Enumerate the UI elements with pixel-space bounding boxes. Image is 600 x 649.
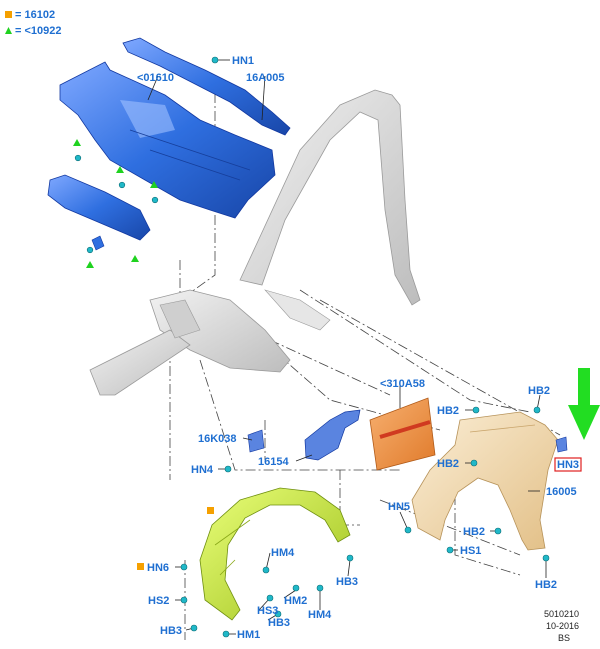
legend-square-icon <box>5 11 12 18</box>
label-16k038: 16K038 <box>198 433 237 445</box>
bracket-hn3 <box>555 436 568 453</box>
footer-code: 5010210 <box>544 609 579 619</box>
lower-crossmember <box>47 174 151 251</box>
body-frame <box>89 89 421 396</box>
legend-square-marker-hn6 <box>137 563 144 570</box>
fastener-icon <box>74 56 550 638</box>
legend-triangle-markers <box>73 139 158 268</box>
label-hb3-right: HB3 <box>336 576 358 588</box>
label-hs3: HS3 <box>257 605 278 617</box>
label-hn5: HN5 <box>388 501 410 513</box>
hn3-highlight-box <box>554 457 582 472</box>
legend-triangle-icon <box>5 27 12 34</box>
label-hm4-a: HM4 <box>271 547 295 559</box>
legend-triangle-text: = <10922 <box>15 25 62 37</box>
label-hb3-mid: HB3 <box>268 617 290 629</box>
front-fender <box>411 411 559 551</box>
green-arrow-icon <box>568 368 600 440</box>
label-hb2-low: HB2 <box>463 526 485 538</box>
label-hs1: HS1 <box>460 545 481 557</box>
label-hn3: HN3 <box>557 459 579 471</box>
footer-initials: BS <box>558 633 570 643</box>
label-hs2: HS2 <box>148 595 169 607</box>
label-hn1: HN1 <box>232 55 254 67</box>
footer-date: 10-2016 <box>546 621 579 631</box>
cowl-top-bar <box>122 37 291 136</box>
label-hb2-mid: HB2 <box>437 458 459 470</box>
label-hn4: HN4 <box>191 464 214 476</box>
label-01610: <01610 <box>137 72 174 84</box>
label-16154: 16154 <box>258 456 289 468</box>
label-310a58: <310A58 <box>380 378 425 390</box>
label-hn6: HN6 <box>147 562 169 574</box>
label-hb2-bottom: HB2 <box>535 579 557 591</box>
splash-shield <box>199 487 351 621</box>
label-hb3-left: HB3 <box>160 625 182 637</box>
bracket-16k038 <box>247 429 265 453</box>
legend-square-text: = 16102 <box>15 9 55 21</box>
bracket-16154 <box>304 409 361 461</box>
label-hm1: HM1 <box>237 629 260 641</box>
label-hm4-b: HM4 <box>308 609 332 621</box>
legend-square-marker <box>207 507 214 514</box>
label-hb2-left: HB2 <box>437 405 459 417</box>
label-16005: 16005 <box>546 486 577 498</box>
shield-plate <box>369 397 436 471</box>
label-16a005: 16A005 <box>246 72 285 84</box>
label-hb2-top: HB2 <box>528 385 550 397</box>
label-hm2: HM2 <box>284 595 307 607</box>
dash-panel <box>59 61 276 219</box>
